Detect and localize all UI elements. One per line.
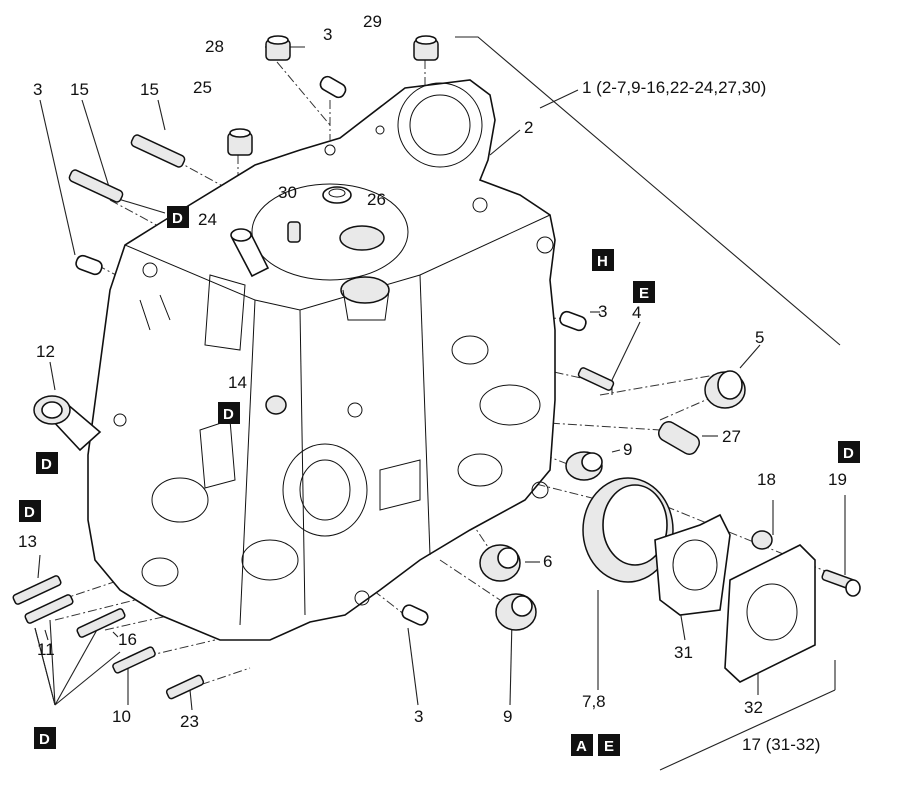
washer-26 [322, 186, 352, 204]
label-19: 19 [828, 470, 847, 489]
label-25: 25 [193, 78, 212, 97]
sleeve-12 [33, 395, 102, 452]
svg-text:D: D [24, 504, 35, 521]
plug-14 [265, 395, 287, 415]
stud-23 [165, 674, 205, 700]
label-32: 32 [744, 698, 763, 717]
badge-d: D [19, 500, 41, 522]
badge-d: D [36, 452, 58, 474]
svg-text:E: E [639, 285, 649, 302]
dowel-pin-3-right [559, 310, 587, 332]
label-14: 14 [228, 373, 247, 392]
seal-9-bottom [495, 593, 537, 631]
label-6: 6 [543, 552, 552, 571]
cover-plate-32 [724, 544, 816, 683]
stud-10 [112, 646, 156, 674]
label-28: 28 [205, 37, 224, 56]
label-26: 26 [367, 190, 386, 209]
badge-d: D [838, 441, 860, 463]
label-3: 3 [414, 707, 423, 726]
stud-13 [12, 575, 62, 605]
label-15: 15 [70, 80, 89, 99]
badge-a: A [571, 734, 593, 756]
svg-text:D: D [223, 406, 234, 423]
letter-badges: D H E D D D D A [19, 206, 860, 756]
label-4: 4 [632, 303, 641, 322]
seal-9-top [565, 451, 603, 481]
badge-h: H [592, 249, 614, 271]
label-3: 3 [323, 25, 332, 44]
label-7-8: 7,8 [582, 692, 606, 711]
fitting-24 [230, 228, 270, 278]
badge-e: E [633, 281, 655, 303]
svg-text:H: H [597, 253, 608, 270]
stud-16 [76, 608, 126, 638]
loose-parts [12, 35, 861, 700]
label-30: 30 [278, 183, 297, 202]
plug-25 [227, 128, 253, 156]
badge-e: E [598, 734, 620, 756]
label-11: 11 [37, 640, 55, 659]
label-15: 15 [140, 80, 159, 99]
stud-15-left [68, 169, 124, 203]
label-27: 27 [722, 427, 741, 446]
dowel-pin-3-left [75, 254, 103, 276]
label-23: 23 [180, 712, 199, 731]
label-3: 3 [598, 302, 607, 321]
label-12: 12 [36, 342, 55, 361]
svg-text:A: A [576, 738, 587, 755]
label-16: 16 [118, 630, 137, 649]
plug-28 [265, 35, 291, 61]
label-10: 10 [112, 707, 131, 726]
dowel-pin-3-top [319, 75, 347, 99]
bolt-4 [577, 367, 615, 391]
bushing-6 [479, 544, 521, 582]
label-31: 31 [674, 643, 693, 662]
plug-29 [413, 35, 439, 61]
pin-30 [287, 221, 301, 243]
label-5: 5 [755, 328, 764, 347]
label-18: 18 [757, 470, 776, 489]
washer-18 [751, 530, 773, 550]
label-9: 9 [503, 707, 512, 726]
dowel-pin-3-bottom [401, 604, 429, 626]
bearing-ring-7-8 [582, 477, 674, 583]
ring-5 [704, 370, 746, 409]
label-24: 24 [198, 210, 217, 229]
svg-text:D: D [41, 456, 52, 473]
label-9: 9 [623, 440, 632, 459]
bolt-19 [821, 569, 861, 597]
gasket-31 [654, 513, 731, 616]
stud-11 [24, 594, 74, 624]
badge-d: D [218, 402, 240, 424]
svg-text:D: D [843, 445, 854, 462]
label-13: 13 [18, 532, 37, 551]
label-1: 1 (2-7,9-16,22-24,27,30) [582, 78, 766, 97]
sleeve-27 [657, 421, 701, 455]
label-17: 17 (31-32) [742, 735, 820, 754]
badge-d: D [167, 206, 189, 228]
label-2: 2 [524, 118, 533, 137]
part-labels: 28 29 3 1 (2-7,9-16,22-24,27,30) 3 15 15… [18, 12, 847, 754]
svg-text:D: D [172, 210, 183, 227]
svg-text:E: E [604, 738, 614, 755]
housing-body [87, 79, 556, 641]
label-29: 29 [363, 12, 382, 31]
label-3: 3 [33, 80, 42, 99]
badge-d: D [34, 727, 56, 749]
stud-15-right [130, 134, 186, 168]
svg-text:D: D [39, 731, 50, 748]
